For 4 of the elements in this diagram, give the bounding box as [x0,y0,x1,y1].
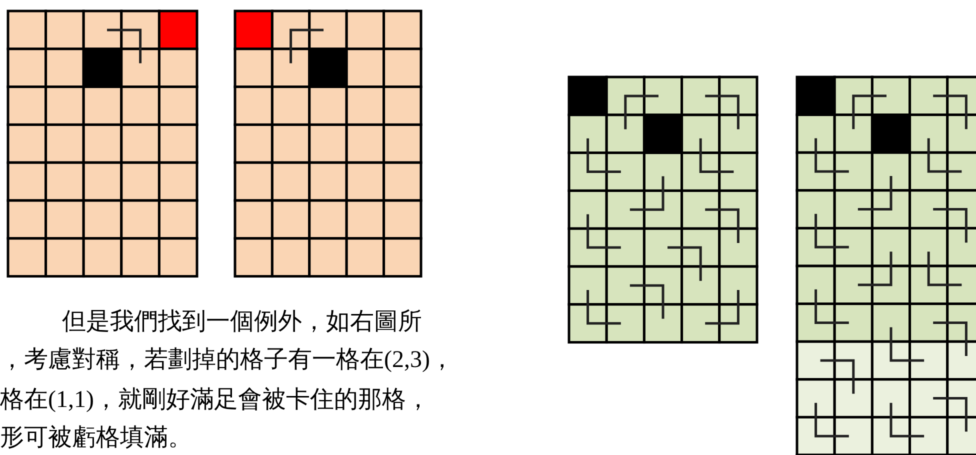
text-line: 但是我們找到一個例外，如右圖所 [62,308,422,337]
text-line: ，考慮對稱，若劃掉的格子有一格在(2,3)， [0,346,454,375]
text-line: 形可被虧格填滿。 [0,424,192,453]
text-line: 格在(1,1)，就剛好滿足會被卡住的那格， [0,386,430,415]
